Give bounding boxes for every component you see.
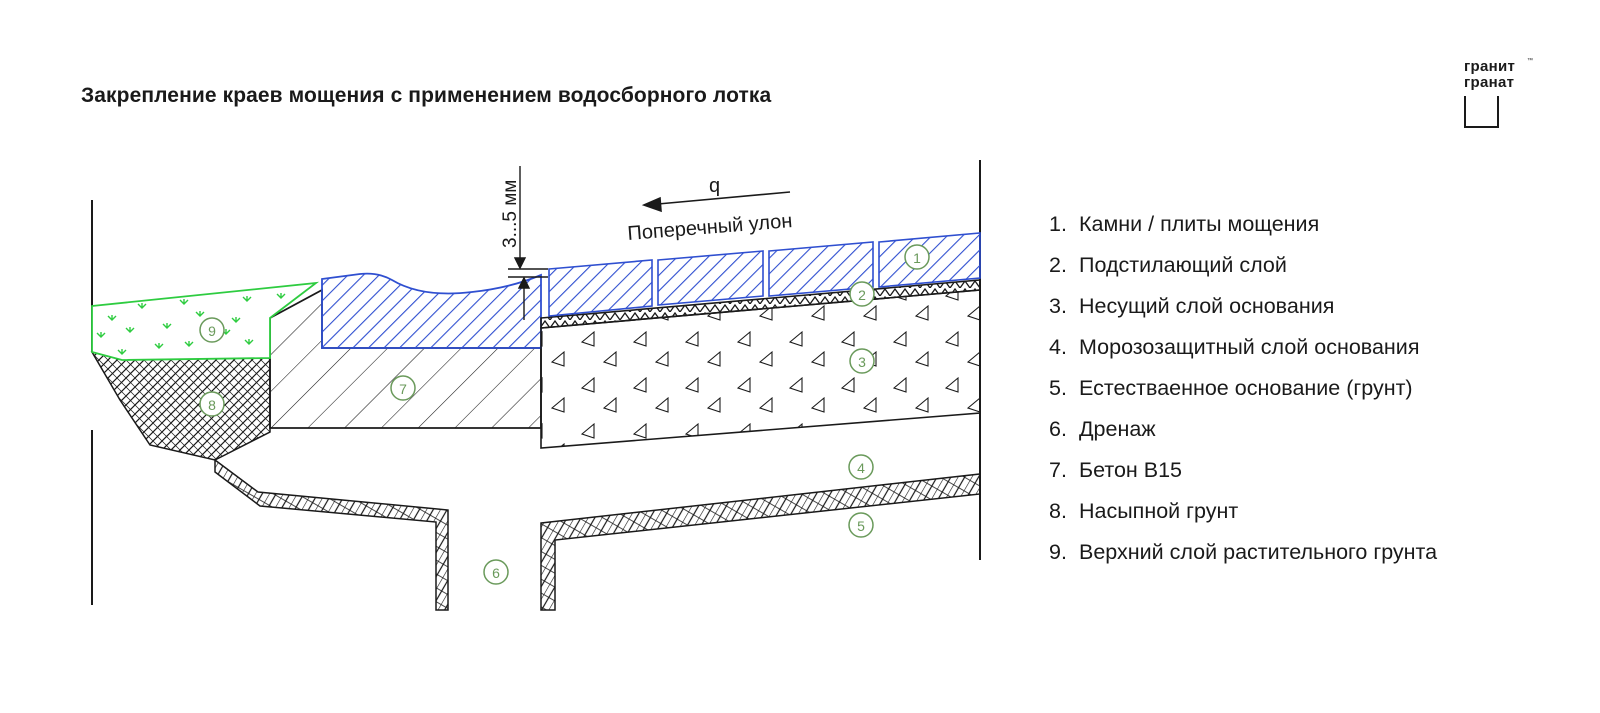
natural-soil-layer <box>214 458 449 611</box>
legend-item: 6.Дренаж <box>1049 417 1156 441</box>
legend-item: 3.Несущий слой основания <box>1049 294 1335 318</box>
marker-5-label: 5 <box>857 518 865 534</box>
drainage-channel <box>321 272 542 349</box>
marker-2-label: 2 <box>858 287 866 303</box>
logo-line-1: гранит <box>1464 58 1516 75</box>
logo-trademark: ™ <box>1527 58 1533 64</box>
marker-8-label: 8 <box>208 397 216 413</box>
cross-section-diagram: 3...5 мм q Поперечный улон 1 2 3 4 5 6 7… <box>90 160 981 611</box>
legend-item: 4.Морозозащитный слой основания <box>1049 335 1420 359</box>
layer-legend: 1.Камни / плиты мощения 2.Подстилающий с… <box>1049 204 1437 573</box>
logo-frame <box>1464 96 1499 128</box>
marker-2: 2 <box>849 281 875 307</box>
load-label: q <box>709 175 720 197</box>
marker-4: 4 <box>848 454 874 480</box>
logo-line-2: гранат <box>1464 74 1515 91</box>
gap-label: 3...5 мм <box>500 180 521 248</box>
marker-6: 6 <box>483 559 509 585</box>
marker-4-label: 4 <box>857 460 865 476</box>
legend-item: 9.Верхний слой растительного грунта <box>1049 540 1438 564</box>
marker-9-label: 9 <box>208 323 216 339</box>
marker-5: 5 <box>848 512 874 538</box>
marker-7: 7 <box>390 375 416 401</box>
marker-8: 8 <box>199 391 225 417</box>
marker-1-label: 1 <box>913 250 921 266</box>
legend-item: 5.Естестваенное основание (грунт) <box>1049 376 1413 400</box>
load-arrow <box>641 191 791 213</box>
gap-dimension <box>508 166 548 320</box>
legend-item: 7.Бетон B15 <box>1049 458 1183 482</box>
marker-3: 3 <box>849 348 875 374</box>
marker-3-label: 3 <box>858 354 866 370</box>
page-title: Закрепление краев мощения с применением … <box>81 84 772 107</box>
marker-1: 1 <box>904 244 930 270</box>
marker-6-label: 6 <box>492 565 500 581</box>
paving-stones <box>548 232 981 317</box>
brand-logo: гранит ™ гранат <box>1464 58 1534 129</box>
marker-7-label: 7 <box>399 381 407 397</box>
legend-item: 8.Насыпной грунт <box>1049 499 1239 523</box>
fill-soil-layer <box>90 351 271 461</box>
marker-9: 9 <box>199 317 225 343</box>
slope-label: Поперечный улон <box>627 210 793 245</box>
natural-soil-layer-right <box>540 473 981 611</box>
legend-item: 2.Подстилающий слой <box>1049 253 1287 277</box>
grass-symbols <box>96 293 286 355</box>
legend-item: 1.Камни / плиты мощения <box>1049 212 1320 236</box>
